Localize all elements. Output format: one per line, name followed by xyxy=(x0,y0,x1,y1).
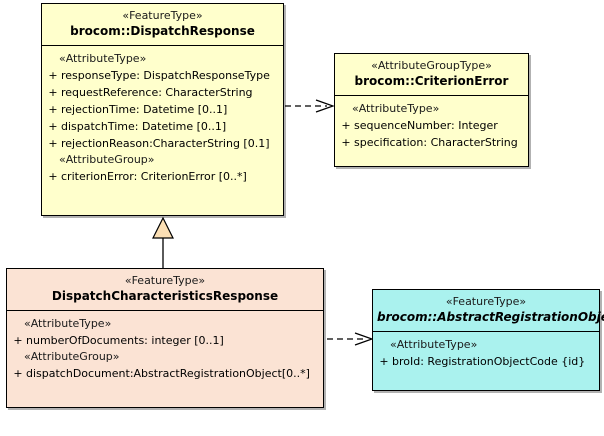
attribute-group-label: «AttributeType» xyxy=(352,102,440,115)
stereotype-label: «FeatureType» xyxy=(445,295,527,308)
class-body-criterion-error: «AttributeType» + sequenceNumber: Intege… xyxy=(335,96,528,157)
class-dispatch-response[interactable]: «FeatureType» brocom::DispatchResponse «… xyxy=(41,3,284,216)
attribute-row: + responseType: DispatchResponseType xyxy=(45,67,280,84)
attribute-text: broId: RegistrationObjectCode {id} xyxy=(392,355,586,368)
visibility-marker: + xyxy=(48,120,58,133)
visibility-marker: + xyxy=(341,119,351,132)
class-header-criterion-error: «AttributeGroupType» brocom::CriterionEr… xyxy=(335,54,528,96)
stereotype-label: «FeatureType» xyxy=(124,274,206,287)
class-header-dispatch-response: «FeatureType» brocom::DispatchResponse xyxy=(42,4,283,46)
attribute-text: rejectionReason:CharacterString [0.1] xyxy=(61,137,270,150)
class-name-label: DispatchCharacteristicsResponse xyxy=(51,289,279,303)
attribute-row: + criterionError: CriterionError [0..*] xyxy=(45,168,280,185)
attribute-text: sequenceNumber: Integer xyxy=(354,119,498,132)
visibility-marker: + xyxy=(13,334,23,347)
attribute-row: + dispatchTime: Datetime [0..1] xyxy=(45,118,280,135)
class-body-abstract-registration-object: «AttributeType» + broId: RegistrationObj… xyxy=(373,332,599,376)
attribute-row: + requestReference: CharacterString xyxy=(45,84,280,101)
dependency-dispatchresponse-to-criterionerror xyxy=(285,99,335,113)
attribute-row: + numberOfDocuments: integer [0..1] xyxy=(10,332,320,349)
attribute-group-label: «AttributeGroup» xyxy=(59,153,155,166)
class-name-label: brocom::AbstractRegistrationObject xyxy=(377,310,604,324)
attribute-group-label: «AttributeGroup» xyxy=(24,350,120,363)
attribute-text: dispatchTime: Datetime [0..1] xyxy=(61,120,227,133)
attribute-group-label: «AttributeType» xyxy=(24,317,112,330)
attribute-row: + rejectionTime: Datetime [0..1] xyxy=(45,101,280,118)
class-header-abstract-registration-object: «FeatureType» brocom::AbstractRegistrati… xyxy=(373,290,604,332)
attribute-row: + broId: RegistrationObjectCode {id} xyxy=(376,353,596,370)
attribute-row: + sequenceNumber: Integer xyxy=(338,117,525,134)
class-criterion-error[interactable]: «AttributeGroupType» brocom::CriterionEr… xyxy=(334,53,529,167)
attribute-text: requestReference: CharacterString xyxy=(61,86,253,99)
attribute-group-label: «AttributeType» xyxy=(59,52,147,65)
visibility-marker: + xyxy=(341,136,351,149)
class-body-dispatch-characteristics-response: «AttributeType» + numberOfDocuments: int… xyxy=(7,311,323,388)
class-name-label: brocom::DispatchResponse xyxy=(70,24,255,38)
class-abstract-registration-object[interactable]: «FeatureType» brocom::AbstractRegistrati… xyxy=(372,289,604,391)
attribute-text: specification: CharacterString xyxy=(354,136,518,149)
attribute-group-label: «AttributeType» xyxy=(390,338,478,351)
visibility-marker: + xyxy=(48,103,58,116)
class-header-dispatch-characteristics-response: «FeatureType» DispatchCharacteristicsRes… xyxy=(7,269,323,311)
generalization-dispatchcharacteristicsresponse-to-dispatchresponse xyxy=(152,216,174,268)
visibility-marker: + xyxy=(48,86,58,99)
class-name-label: brocom::CriterionError xyxy=(354,74,509,88)
attribute-row: + dispatchDocument:AbstractRegistrationO… xyxy=(10,365,320,382)
visibility-marker: + xyxy=(13,367,23,380)
attribute-text: criterionError: CriterionError [0..*] xyxy=(61,170,247,183)
visibility-marker: + xyxy=(379,355,389,368)
attribute-text: dispatchDocument:AbstractRegistrationObj… xyxy=(26,367,310,380)
visibility-marker: + xyxy=(48,69,58,82)
attribute-row: + rejectionReason:CharacterString [0.1] xyxy=(45,135,280,152)
dependency-dispatchcharacteristicsresponse-to-abstractregistrationobject xyxy=(327,332,374,346)
attribute-text: responseType: DispatchResponseType xyxy=(61,69,270,82)
stereotype-label: «AttributeGroupType» xyxy=(371,59,492,72)
class-body-dispatch-response: «AttributeType» + responseType: Dispatch… xyxy=(42,46,283,191)
class-dispatch-characteristics-response[interactable]: «FeatureType» DispatchCharacteristicsRes… xyxy=(6,268,324,408)
attribute-text: numberOfDocuments: integer [0..1] xyxy=(26,334,224,347)
attribute-row: + specification: CharacterString xyxy=(338,134,525,151)
stereotype-label: «FeatureType» xyxy=(122,9,203,22)
attribute-text: rejectionTime: Datetime [0..1] xyxy=(61,103,228,116)
visibility-marker: + xyxy=(48,137,58,150)
visibility-marker: + xyxy=(48,170,58,183)
